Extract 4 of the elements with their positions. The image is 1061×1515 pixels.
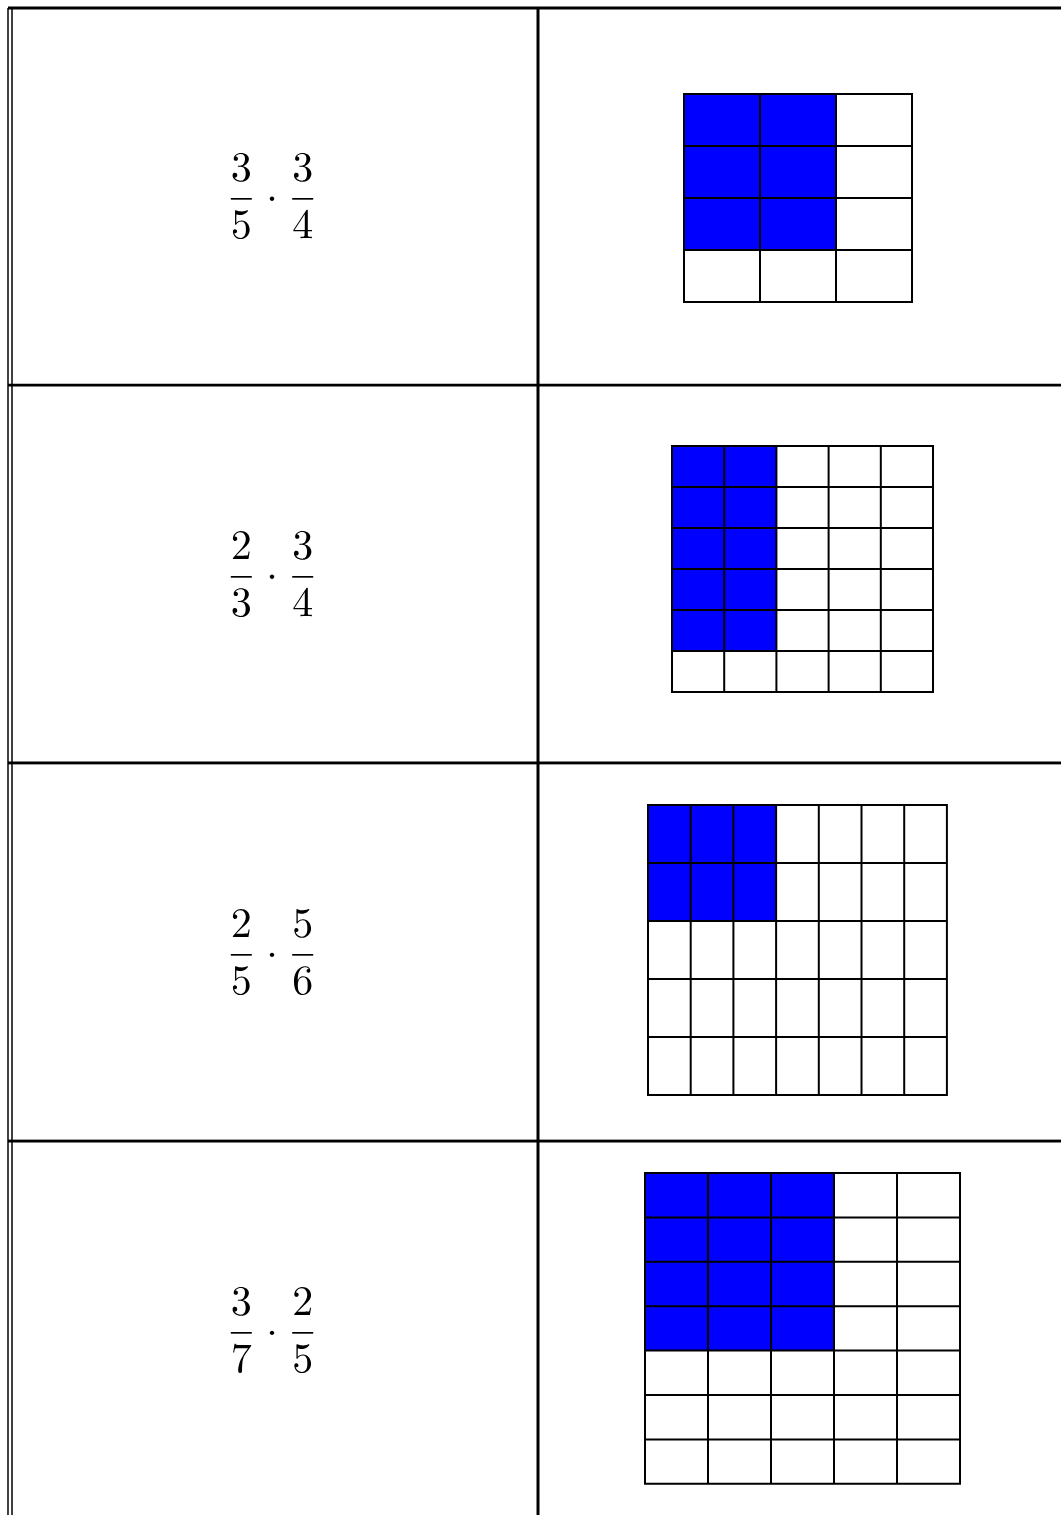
fraction-product: $\frac{3}{7}\cdot\frac{2}{5}$ — [230, 1286, 314, 1374]
fraction-product: $\frac{2}{5}\cdot\frac{5}{6}$ — [230, 908, 314, 996]
fraction-product: $\frac{2}{3}\cdot\frac{3}{4}$ — [230, 530, 314, 618]
fraction-product: $\frac{3}{5}\cdot\frac{3}{4}$ — [230, 152, 314, 240]
